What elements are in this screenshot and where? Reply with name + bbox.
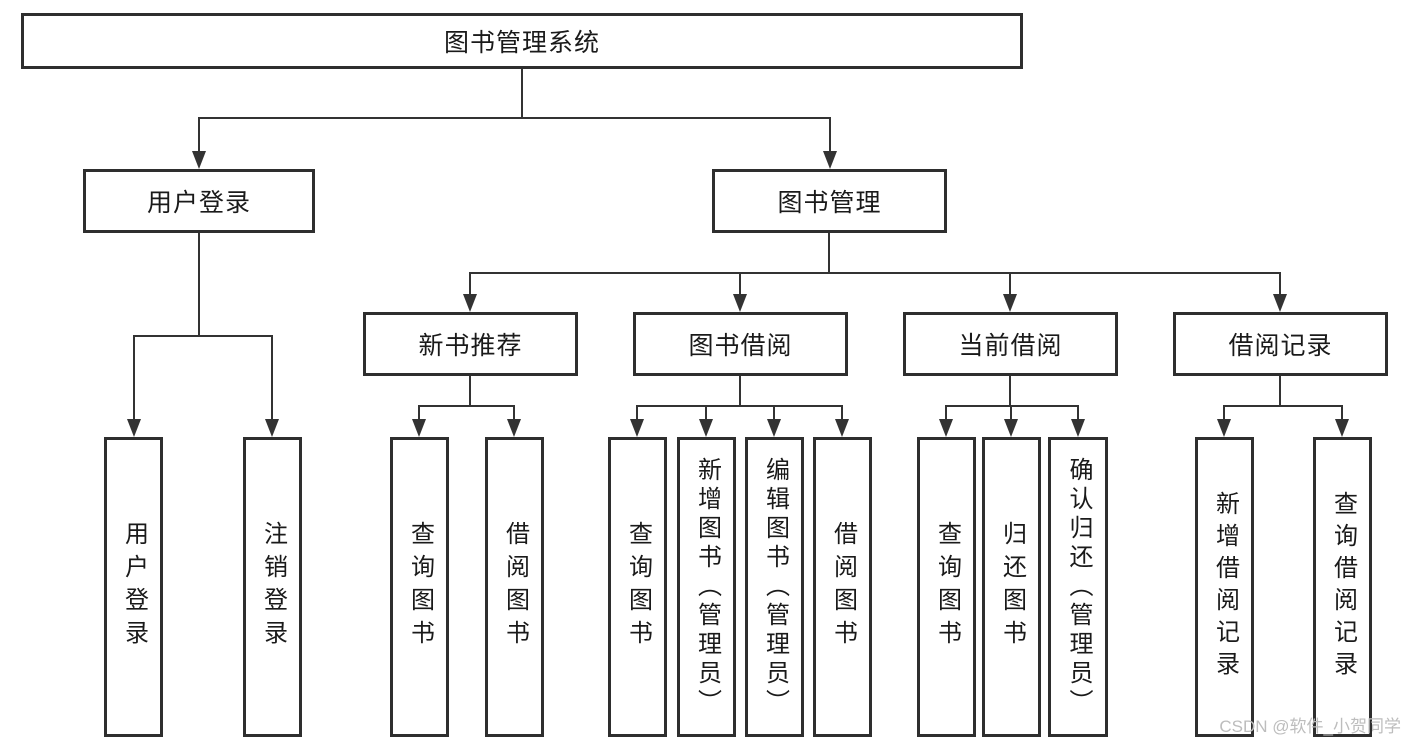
connector-user-login-stem xyxy=(198,233,200,335)
connector-leaf xyxy=(636,405,638,421)
arrow-down-icon xyxy=(507,419,521,437)
leaf-return-books: 归还图书 xyxy=(982,437,1041,737)
node-current-borrowing: 当前借阅 xyxy=(903,312,1118,376)
arrow-down-icon xyxy=(1004,419,1018,437)
connector-user-login-bus xyxy=(133,335,273,337)
connector-to-borrow-records xyxy=(1279,272,1281,296)
leaf-query-books-borrowing: 查询图书 xyxy=(608,437,667,737)
arrow-down-icon xyxy=(1335,419,1349,437)
arrow-down-icon xyxy=(699,419,713,437)
connector-leaf xyxy=(1341,405,1343,421)
connector-root-stem xyxy=(521,69,523,117)
connector-leaf xyxy=(418,405,420,421)
connector-leaf xyxy=(1077,405,1079,421)
node-new-book-recommendation: 新书推荐 xyxy=(363,312,578,376)
connector-to-leaf-logout xyxy=(271,335,273,423)
arrow-down-icon xyxy=(1071,419,1085,437)
arrow-down-icon xyxy=(192,151,206,169)
connector-root-bus xyxy=(198,117,831,119)
arrow-down-icon xyxy=(835,419,849,437)
connector-borrow-records-stem xyxy=(1279,376,1281,405)
leaf-query-books-current: 查询图书 xyxy=(917,437,976,737)
leaf-label: 查询借阅记录 xyxy=(1329,491,1357,683)
connector-current-borrow-stem xyxy=(1009,376,1011,405)
leaf-query-books-recommend: 查询图书 xyxy=(390,437,449,737)
leaf-label: 确认归还（管理员） xyxy=(1065,456,1092,718)
arrow-down-icon xyxy=(1217,419,1231,437)
arrow-down-icon xyxy=(463,294,477,312)
leaf-logout: 注销登录 xyxy=(243,437,302,737)
leaf-label: 借阅图书 xyxy=(501,521,529,653)
connector-to-new-book xyxy=(469,272,471,296)
leaf-edit-books-admin: 编辑图书（管理员） xyxy=(745,437,804,737)
arrow-down-icon xyxy=(767,419,781,437)
leaf-query-borrow-record: 查询借阅记录 xyxy=(1313,437,1372,737)
leaf-borrow-books-recommend: 借阅图书 xyxy=(485,437,544,737)
arrow-down-icon xyxy=(412,419,426,437)
arrow-down-icon xyxy=(630,419,644,437)
connector-to-book-management xyxy=(829,117,831,153)
leaf-label: 查询图书 xyxy=(406,521,434,653)
node-book-borrowing: 图书借阅 xyxy=(633,312,848,376)
arrow-down-icon xyxy=(1273,294,1287,312)
connector-current-borrow-bus xyxy=(945,405,1079,407)
connector-book-borrow-bus xyxy=(636,405,843,407)
leaf-label: 注销登录 xyxy=(259,521,287,653)
connector-book-mgmt-stem xyxy=(828,233,830,274)
leaf-add-borrow-record: 新增借阅记录 xyxy=(1195,437,1254,737)
connector-leaf xyxy=(945,405,947,421)
leaf-label: 新增借阅记录 xyxy=(1211,491,1239,683)
connector-borrow-records-bus xyxy=(1223,405,1343,407)
leaf-label: 查询图书 xyxy=(624,521,652,653)
leaf-label: 编辑图书（管理员） xyxy=(761,456,789,718)
connector-leaf xyxy=(513,405,515,421)
node-user-login: 用户登录 xyxy=(83,169,315,233)
connector-to-user-login xyxy=(198,117,200,153)
leaf-label: 新增图书（管理员） xyxy=(693,456,721,718)
csdn-watermark: CSDN @软件_小贺同学 xyxy=(1219,717,1401,736)
node-root-library-system: 图书管理系统 xyxy=(21,13,1023,69)
arrow-down-icon xyxy=(127,419,141,437)
leaf-label: 归还图书 xyxy=(998,521,1026,653)
arrow-down-icon xyxy=(823,151,837,169)
connector-new-book-stem xyxy=(469,376,471,405)
arrow-down-icon xyxy=(733,294,747,312)
arrow-down-icon xyxy=(265,419,279,437)
node-book-management: 图书管理 xyxy=(712,169,947,233)
connector-leaf xyxy=(705,405,707,421)
connector-book-mgmt-bus xyxy=(469,272,1281,274)
leaf-label: 查询图书 xyxy=(933,521,961,653)
leaf-borrow-books: 借阅图书 xyxy=(813,437,872,737)
connector-to-book-borrow xyxy=(739,272,741,296)
connector-leaf xyxy=(1010,405,1012,421)
connector-to-current-borrow xyxy=(1009,272,1011,296)
connector-leaf xyxy=(1223,405,1225,421)
connector-new-book-bus xyxy=(418,405,515,407)
leaf-add-books-admin: 新增图书（管理员） xyxy=(677,437,736,737)
arrow-down-icon xyxy=(1003,294,1017,312)
leaf-user-login: 用户登录 xyxy=(104,437,163,737)
connector-book-borrow-stem xyxy=(739,376,741,405)
leaf-label: 用户登录 xyxy=(120,521,148,653)
connector-leaf xyxy=(773,405,775,421)
connector-to-leaf-user-login xyxy=(133,335,135,423)
leaf-label: 借阅图书 xyxy=(829,521,857,653)
node-borrowing-records: 借阅记录 xyxy=(1173,312,1388,376)
arrow-down-icon xyxy=(939,419,953,437)
leaf-confirm-return-admin: 确认归还（管理员） xyxy=(1048,437,1108,737)
connector-leaf xyxy=(841,405,843,421)
